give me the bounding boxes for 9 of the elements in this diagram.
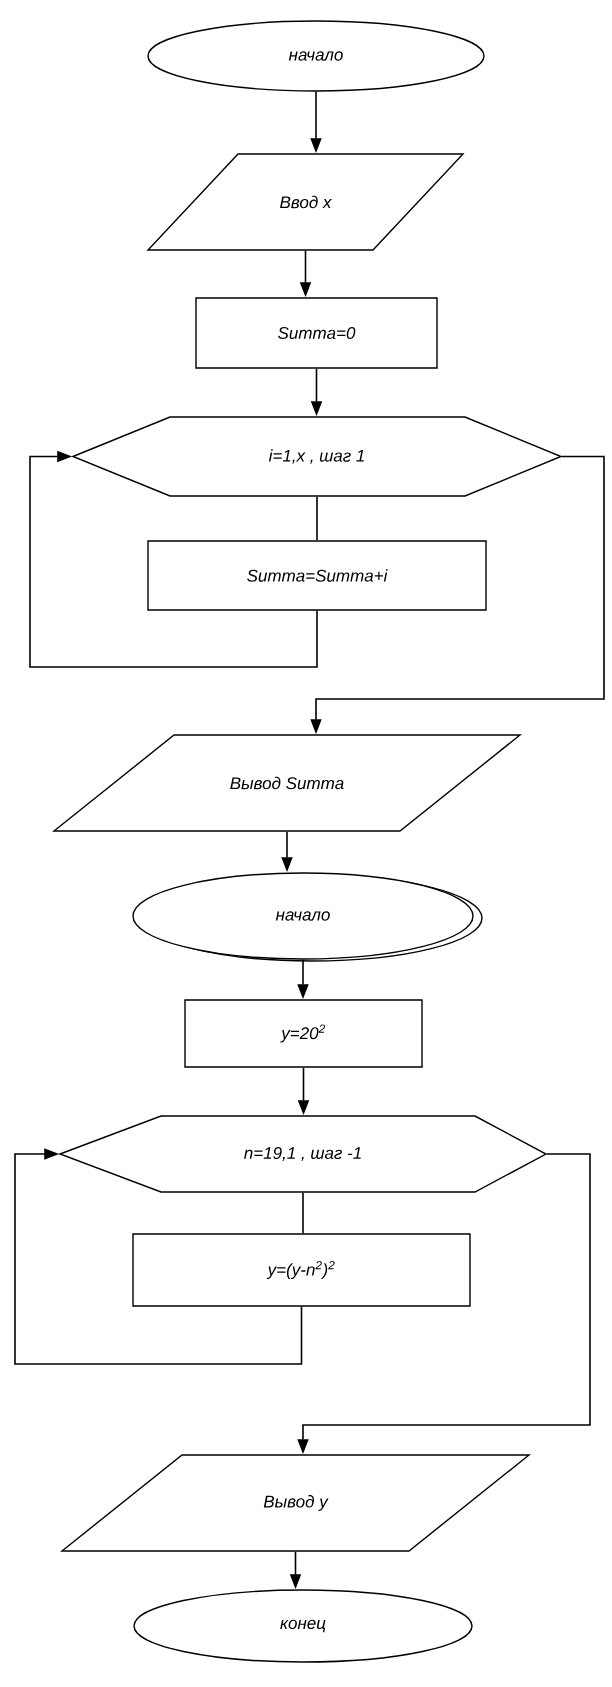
arrow [14, 1148, 303, 1365]
process-box: y=20$^{2}$ [184, 999, 423, 1068]
arrow [29, 450, 318, 668]
process-box: Summa=Summa+i [147, 540, 487, 611]
terminator-oval: начало [147, 20, 485, 92]
terminator-oval: начало [132, 872, 483, 962]
terminator-oval: конец [133, 1589, 473, 1663]
process-box: y=(y-n$^{2}$)$^{2}$ [132, 1233, 471, 1307]
process-box: Summa=0 [195, 297, 438, 369]
